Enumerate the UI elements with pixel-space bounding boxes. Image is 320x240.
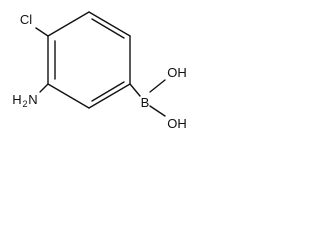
bond-c-cl bbox=[35, 27, 49, 37]
amine-subscript: 2 bbox=[22, 99, 27, 109]
chlorine-label: Cl bbox=[20, 12, 32, 27]
boron-label: B bbox=[141, 95, 150, 110]
chemical-structure: Cl H 2 N B OH OH bbox=[12, 11, 187, 131]
ring-bond-bottom-left bbox=[47, 83, 90, 109]
amine-n-label: N bbox=[28, 92, 37, 107]
bond-c-n bbox=[39, 83, 49, 93]
hydroxyl-top-label: OH bbox=[167, 65, 187, 80]
ring-double-bond-bottom bbox=[91, 81, 125, 102]
ring-bond-top-left bbox=[47, 11, 90, 37]
bond-c-b bbox=[129, 83, 141, 97]
hydroxyl-bottom-label: OH bbox=[167, 116, 187, 131]
ring-bond-top-right bbox=[88, 11, 131, 37]
bond-b-oh-top bbox=[149, 79, 166, 93]
bond-b-oh-bottom bbox=[149, 105, 166, 117]
ring-double-bond-top bbox=[91, 18, 125, 39]
amine-h-label: H bbox=[12, 92, 21, 107]
benzene-ring bbox=[47, 11, 131, 109]
ring-bond-bottom-right bbox=[88, 83, 131, 109]
structure-canvas: Cl H 2 N B OH OH bbox=[0, 0, 214, 138]
